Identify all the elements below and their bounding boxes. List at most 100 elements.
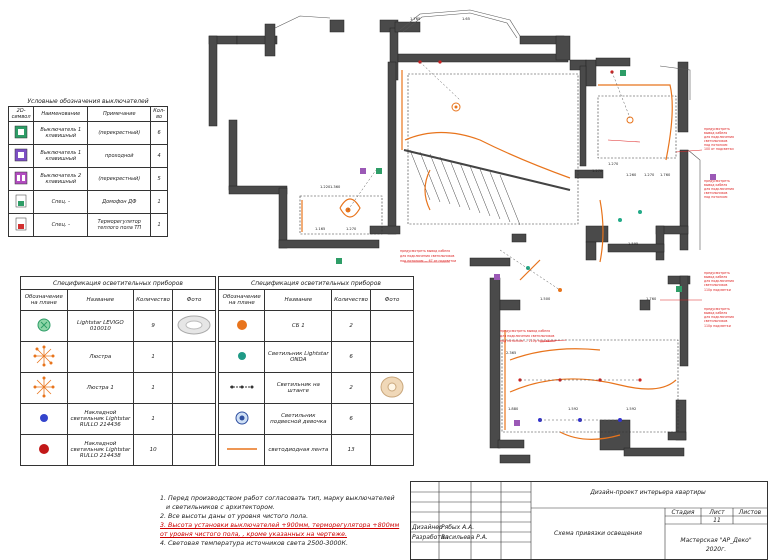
role-designer: Дизайнер [412, 524, 443, 531]
hatched-area [403, 149, 571, 226]
col-qty: Количество [133, 289, 173, 311]
svg-text:светильников: светильников [704, 319, 727, 323]
fixture-qty: 9 [133, 310, 173, 342]
blue-dot-icon [39, 414, 48, 422]
sheet-title: Схема привязки освещения [554, 530, 642, 537]
switch-qty: 1 [150, 190, 168, 214]
fixtures-left-title: Спецификация осветительных приборов [20, 276, 216, 290]
svg-text:110р подсветки: 110р подсветки [704, 324, 731, 328]
fixture-qty: 10 [133, 434, 173, 466]
switch-name: Выключатель 2 клавишный [33, 167, 89, 191]
svg-text:вывод кабеля: вывод кабеля [704, 183, 727, 187]
switch-name: Выключатель 1 клавишный [33, 144, 89, 168]
svg-text:для подключения светильников: для подключения светильников [500, 334, 554, 338]
fixture-name: СБ 1 [264, 310, 333, 342]
svg-text:1.592: 1.592 [626, 407, 636, 411]
fixture-qty: 6 [331, 403, 371, 435]
switch-passthrough-icon [14, 148, 28, 162]
note-line-highlight: 3. Высота установки выключателей +900мм,… [160, 522, 400, 529]
fixture-name: Lightstar LEVIGO 010010 [66, 310, 135, 342]
col-photo: Фото [172, 289, 216, 311]
fixture-qty: 6 [331, 341, 371, 373]
svg-text:110р подсветки: 110р подсветки [704, 288, 731, 292]
fixtures-left-table: Спецификация осветительных приборов Обоз… [20, 276, 216, 466]
svg-text:для подключения: для подключения [704, 315, 734, 319]
svg-text:100 от подсветки: 100 от подсветки [704, 147, 734, 151]
fixture-qty: 2 [331, 372, 371, 404]
fixture-name: Накладной светильник Lightstar RULLO 214… [66, 434, 135, 466]
svg-text:для подключения светильников: для подключения светильников [400, 254, 454, 258]
col-qty: Кол-во [150, 106, 168, 122]
svg-text:1.500: 1.500 [540, 297, 551, 301]
fixture-name: светодиодная лента [264, 434, 333, 466]
table-row: Накладной светильник Lightstar RULLO 214… [20, 434, 216, 466]
svg-text:1.65: 1.65 [462, 17, 470, 21]
note-line-highlight: от уровня чистого пола, , кроме указанны… [160, 531, 348, 538]
table-row: Светильник Lightstar ONDA 6 [217, 341, 414, 373]
green-cross-circle-icon [37, 318, 51, 332]
svg-text:1.595: 1.595 [628, 242, 638, 246]
switch-note: (перекрестный) [87, 121, 152, 145]
fixture-qty: 2 [331, 310, 371, 342]
spotlight-photo [177, 315, 211, 335]
fixture-qty: 1 [133, 403, 173, 435]
switch-qty: 1 [150, 213, 168, 237]
col-designation: Обозначение на плане [217, 289, 266, 311]
red-dot-icon [38, 444, 49, 454]
table-row: Светильник на штанге 2 [217, 372, 414, 404]
switch-legend-table: Условные обозначения выключателей 2D-сим… [7, 96, 168, 237]
svg-text:предусмотреть: предусмотреть [704, 127, 730, 131]
wiring [347, 61, 640, 421]
svg-text:1.270: 1.270 [592, 169, 603, 173]
switch-qty: 6 [150, 121, 168, 145]
walls [208, 19, 691, 464]
table-row: Спец. - Терморегулятор теплого пола ТП 1 [7, 213, 168, 237]
note-line: и светильников с архитектором. [166, 504, 275, 511]
orange-line-icon [226, 448, 257, 450]
col-note: Примечание [87, 106, 152, 122]
callout-lines [404, 139, 703, 343]
svg-text:под потолком: под потолком [704, 143, 728, 147]
svg-text:под потолком: под потолком [704, 195, 728, 199]
pendant-photo [380, 376, 404, 398]
sheets-label: Листов [738, 509, 762, 516]
table-row: Накладной светильник Lightstar RULLO 214… [20, 403, 216, 435]
svg-text:вывод кабеля: вывод кабеля [704, 311, 727, 315]
orange-dot-icon [236, 320, 247, 330]
fixture-name: Светильник подвесной девочка [264, 403, 333, 435]
designer-name: Рябых А.А. [441, 524, 475, 531]
led-strips [301, 70, 677, 440]
ceiling-outlines [299, 73, 679, 433]
svg-text:светильников: светильников [704, 139, 727, 143]
stage-label: Стадия [671, 509, 695, 516]
table-row: Люстра 1 [20, 341, 216, 373]
note-line: 4. Световая температура источников света… [160, 540, 349, 547]
fixture-qty: 1 [133, 341, 173, 373]
svg-text:для подключения: для подключения [704, 187, 734, 191]
fixture-qty: 13 [331, 434, 371, 466]
col-qty: Количество [331, 289, 371, 311]
svg-text:предусмотреть: предусмотреть [704, 271, 730, 275]
fixture-name: Люстра [66, 341, 135, 373]
sheet-label: Лист [709, 509, 725, 516]
svg-text:1.592: 1.592 [568, 407, 578, 411]
svg-text:1.220: 1.220 [320, 185, 331, 189]
svg-text:1.760: 1.760 [660, 173, 671, 177]
svg-text:1.270: 1.270 [608, 162, 619, 166]
svg-text:1.270: 1.270 [644, 173, 655, 177]
svg-text:под потолком — 110р подсветки: под потолком — 110р подсветки [500, 339, 555, 343]
col-name: Название [66, 289, 135, 311]
svg-text:вывод кабеля: вывод кабеля [704, 275, 727, 279]
svg-text:1.360: 1.360 [330, 185, 341, 189]
note-line: 1. Перед производством работ согласовать… [160, 495, 395, 502]
intercom-icon [15, 194, 27, 208]
switch-qty: 5 [150, 167, 168, 191]
col-designation: Обозначение на плане [20, 289, 68, 311]
table-row: Спец. - Домофон ДФ 1 [7, 190, 168, 214]
switch-name: Спец. - [33, 190, 89, 214]
note-line: 2. Все высоты даны от уровня чистого пол… [160, 513, 309, 520]
developer-name: Васильева Р.А. [441, 534, 488, 541]
teal-dot-icon [237, 352, 246, 360]
svg-text:1.260: 1.260 [626, 173, 637, 177]
